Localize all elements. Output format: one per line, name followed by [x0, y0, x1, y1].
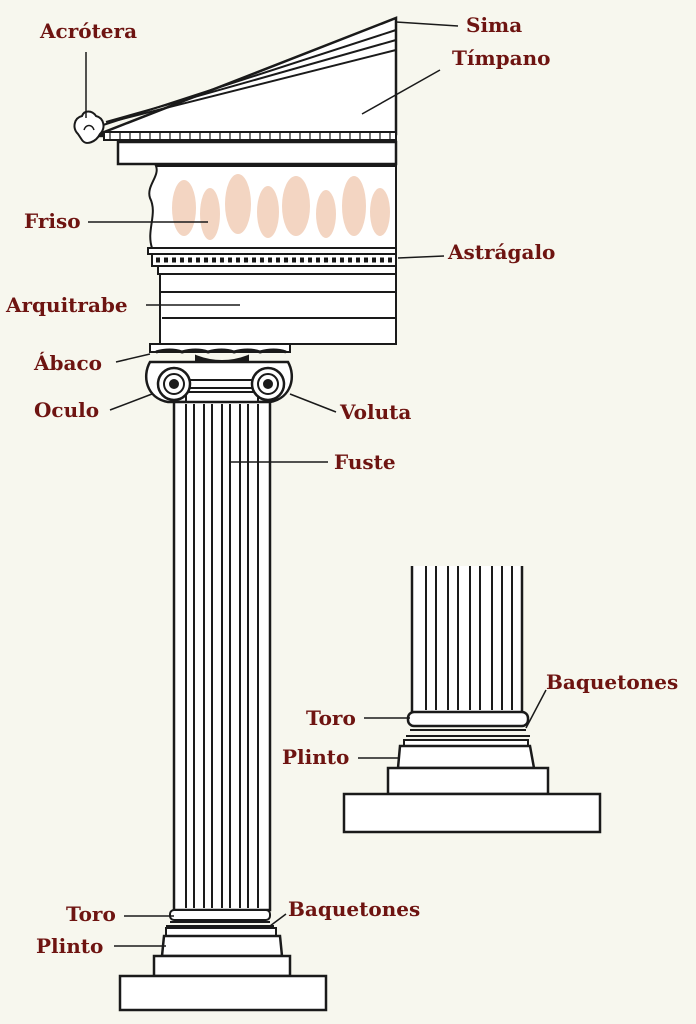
right-volute-icon	[250, 366, 286, 402]
label-detail-plinto: Plinto	[282, 745, 350, 769]
column-base	[118, 909, 328, 1012]
leader-detail-baquetones	[525, 689, 547, 729]
leader-abaco	[115, 353, 151, 363]
pediment	[93, 16, 398, 166]
label-sima: Sima	[466, 13, 523, 37]
capital	[145, 343, 293, 404]
label-toro: Toro	[66, 902, 116, 926]
leader-oculo	[109, 393, 153, 411]
label-voluta: Voluta	[340, 400, 412, 424]
label-fuste: Fuste	[334, 450, 396, 474]
left-volute-icon	[156, 366, 192, 402]
label-detail-toro: Toro	[306, 706, 356, 730]
leader-timpano	[361, 69, 441, 115]
acroterion-ornament	[73, 110, 105, 144]
label-detail-baquetones: Baquetones	[546, 670, 679, 694]
label-acrotera: Acrótera	[40, 19, 138, 43]
astragal-band	[147, 247, 397, 275]
label-friso: Friso	[24, 209, 81, 233]
detail-base	[342, 566, 602, 834]
leader-sima	[395, 21, 459, 27]
leader-voluta	[289, 393, 337, 413]
leader-baquetones	[269, 913, 287, 927]
label-abaco: Ábaco	[34, 351, 102, 375]
leader-lines	[85, 21, 547, 947]
frieze	[148, 165, 397, 249]
leader-astragalo	[397, 255, 445, 259]
label-oculo: Oculo	[34, 398, 100, 422]
label-timpano: Tímpano	[452, 46, 551, 70]
column-shaft	[172, 400, 272, 912]
label-plinto: Plinto	[36, 934, 104, 958]
label-arquitrabe: Arquitrabe	[6, 293, 128, 317]
label-astragalo: Astrágalo	[448, 240, 556, 264]
frieze-relief-figures	[172, 174, 390, 240]
dentil-row	[109, 133, 391, 139]
label-baquetones: Baquetones	[288, 897, 421, 921]
architrave	[159, 273, 397, 345]
